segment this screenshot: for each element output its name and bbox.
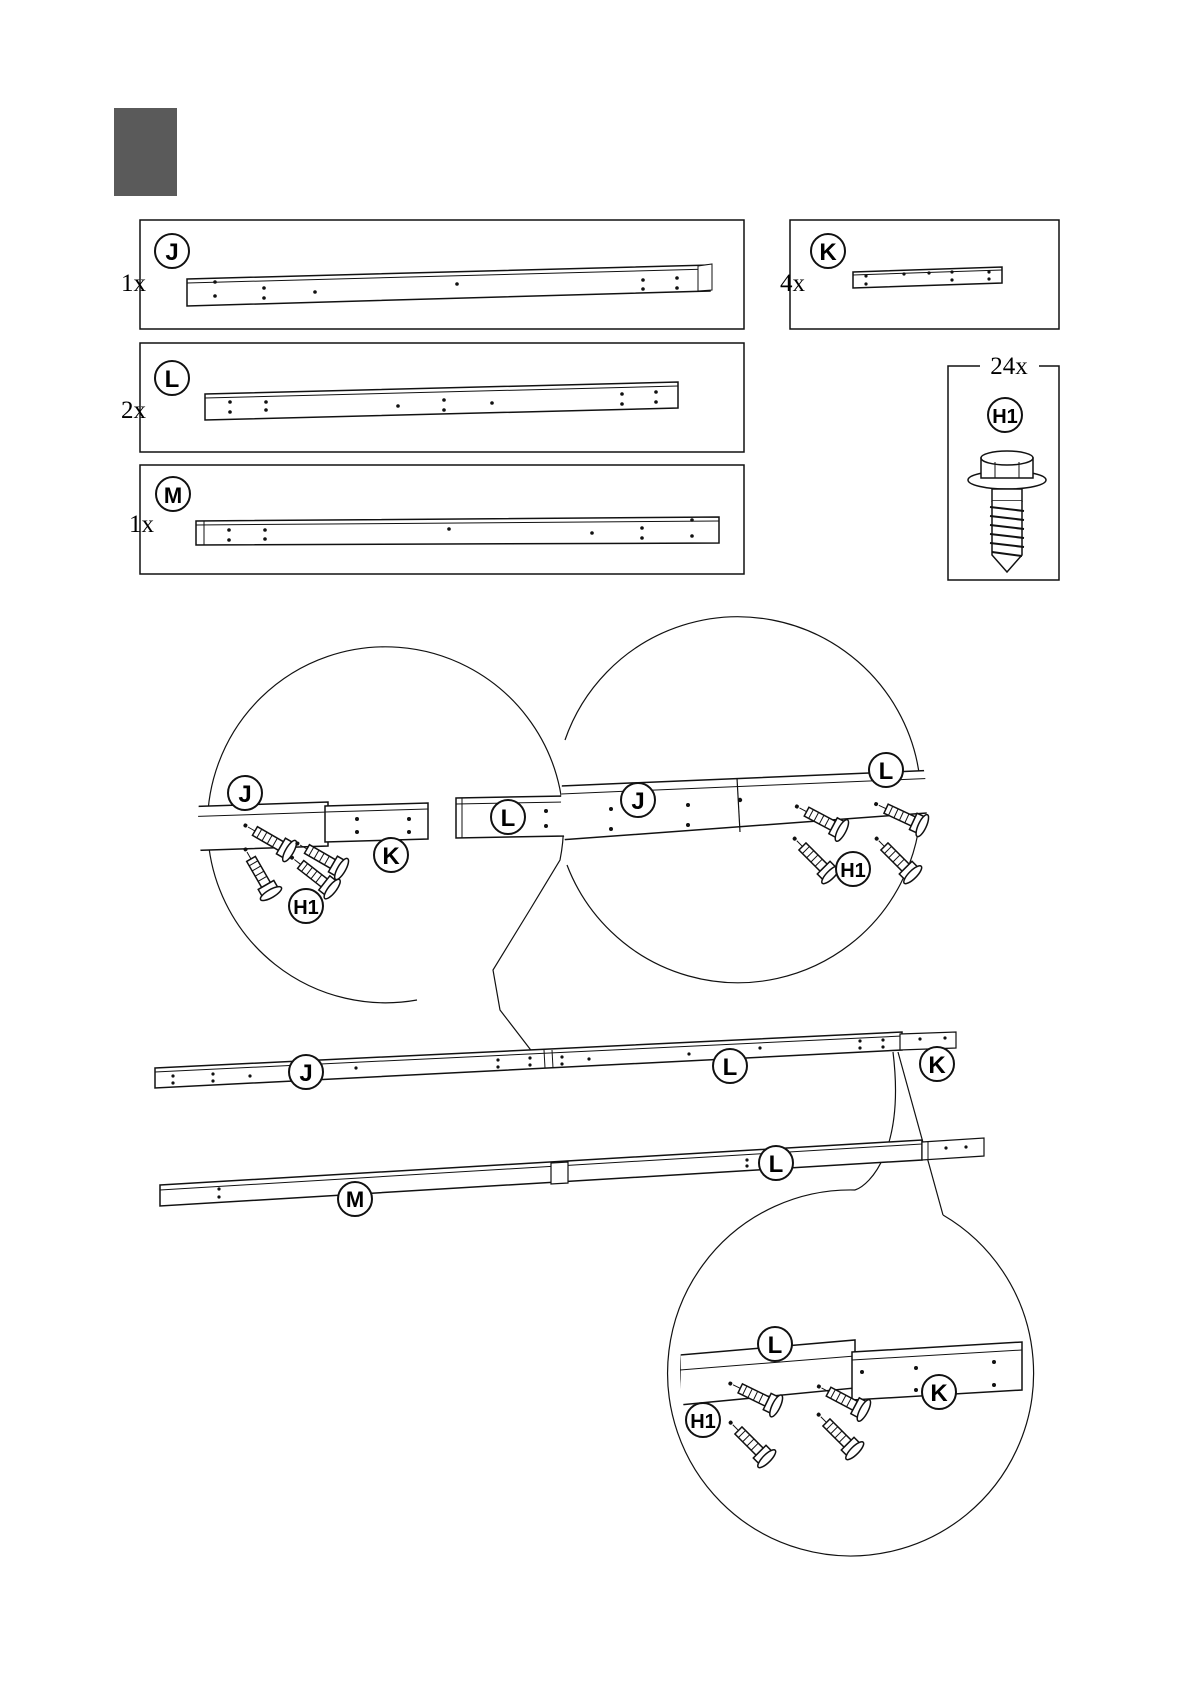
part-h1-qty: 24x: [990, 353, 1028, 380]
detail-view-j-k: J K H1: [150, 647, 564, 1062]
part-m-qty: 1x: [129, 511, 155, 538]
detail3-k-label: K: [930, 1380, 948, 1407]
part-j-label: J: [165, 239, 178, 266]
detail3-h1-label: H1: [690, 1411, 716, 1433]
part-k-qty: 4x: [780, 270, 806, 297]
part-box-l: L 2x: [121, 343, 744, 452]
part-k-label: K: [819, 239, 837, 266]
step-block: [114, 108, 177, 196]
rail-assembly-j-l-k: J L K: [155, 1032, 956, 1089]
detail2-j-label: J: [631, 788, 644, 815]
detail1-k-label: K: [382, 843, 400, 870]
detail-view-l-k: L K H1: [668, 1190, 1034, 1556]
part-box-h1: 24x H1: [948, 353, 1059, 580]
rail1-j-label: J: [299, 1060, 312, 1087]
detail3-l-label: L: [768, 1332, 783, 1359]
part-m-label: M: [164, 483, 182, 508]
detail2-h1-label: H1: [840, 860, 866, 882]
part-j-qty: 1x: [121, 270, 147, 297]
part-box-j: J 1x: [121, 220, 744, 329]
detail2-l1-label: L: [501, 805, 516, 832]
detail2-l2-label: L: [879, 758, 894, 785]
rail1-k-label: K: [928, 1052, 946, 1079]
part-box-k: K 4x: [780, 220, 1059, 329]
detail1-j-label: J: [238, 781, 251, 808]
part-l-qty: 2x: [121, 397, 147, 424]
detail-view-j-l: L J L H1: [456, 617, 940, 983]
part-box-m: M 1x: [129, 465, 744, 574]
rail1-l-label: L: [723, 1054, 738, 1081]
rail-assembly-m-l: M L: [160, 1138, 984, 1216]
rail2-m-label: M: [346, 1187, 364, 1212]
part-l-label: L: [165, 366, 180, 393]
detail1-h1-label: H1: [293, 897, 319, 919]
part-h1-label: H1: [992, 406, 1018, 428]
rail2-l-label: L: [769, 1151, 784, 1178]
h1-screw-icon: [968, 451, 1046, 572]
